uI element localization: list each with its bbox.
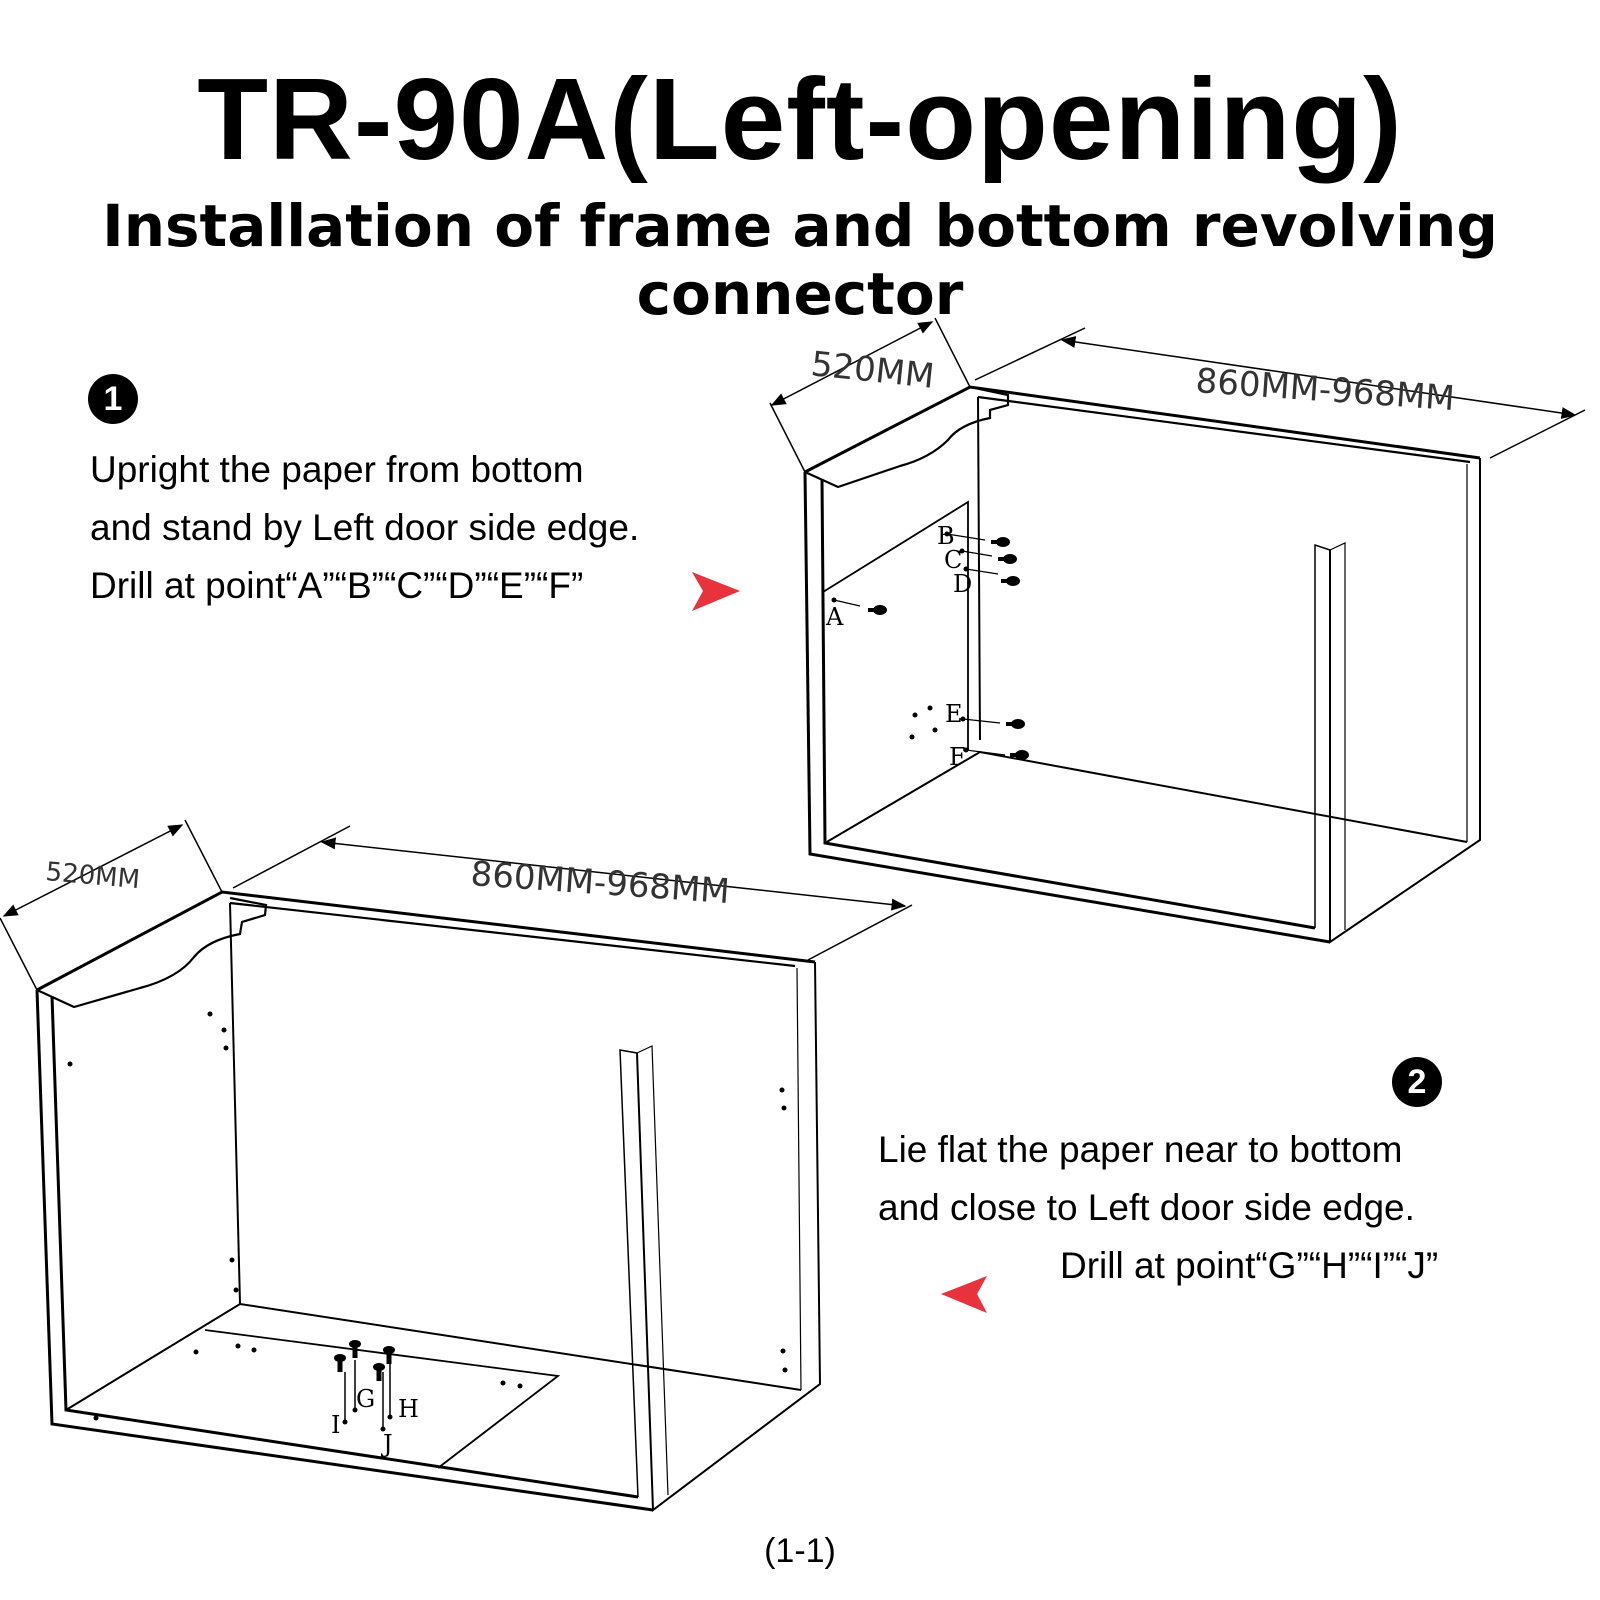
- point-label-c: C: [944, 546, 962, 574]
- red-arrow-right-icon: [692, 572, 740, 611]
- step-2-line-1: Lie flat the paper near to bottom: [878, 1129, 1403, 1170]
- cabinet-top-right: [769, 317, 1586, 944]
- point-label-a: A: [825, 603, 844, 631]
- bottom-depth-label: 520MM: [44, 857, 141, 895]
- figure-caption: (1-1): [764, 1532, 836, 1570]
- bottom-width-label: 860MM-968MM: [469, 854, 731, 912]
- step-1-instructions: Upright the paper from bottom and stand …: [90, 441, 639, 615]
- point-label-g: G: [356, 1385, 375, 1413]
- point-label-e: E: [945, 700, 963, 728]
- step-2-line-2: and close to Left door side edge.: [878, 1187, 1415, 1228]
- step-1-line-3: Drill at point“A”“B”“C”“D”“E”“F”: [90, 565, 584, 606]
- cabinet-bottom-left: [0, 819, 913, 1512]
- point-label-d: D: [953, 570, 972, 598]
- step-1-line-2: and stand by Left door side edge.: [90, 507, 640, 548]
- top-depth-label: 520MM: [809, 344, 936, 397]
- page-subtitle: Installation of frame and bottom revolvi…: [102, 192, 1498, 328]
- page-title: TR-90A(Left-opening): [197, 54, 1403, 184]
- red-arrow-left-icon: [941, 1276, 987, 1313]
- point-label-h: H: [398, 1395, 419, 1423]
- point-label-b: B: [937, 522, 955, 550]
- point-label-j: J: [380, 1430, 393, 1458]
- step-2-number-badge: 2: [1392, 1057, 1442, 1107]
- point-label-f: F: [949, 743, 966, 771]
- step-1-line-1: Upright the paper from bottom: [90, 449, 584, 490]
- top-width-label: 860MM-968MM: [1194, 361, 1456, 419]
- step-1-number-badge: 1: [88, 374, 138, 424]
- point-label-i: I: [331, 1411, 340, 1439]
- step-2-instructions: Lie flat the paper near to bottom and cl…: [878, 1121, 1438, 1295]
- step-2-line-3: Drill at point“G”“H”“I”“J”: [1060, 1245, 1439, 1286]
